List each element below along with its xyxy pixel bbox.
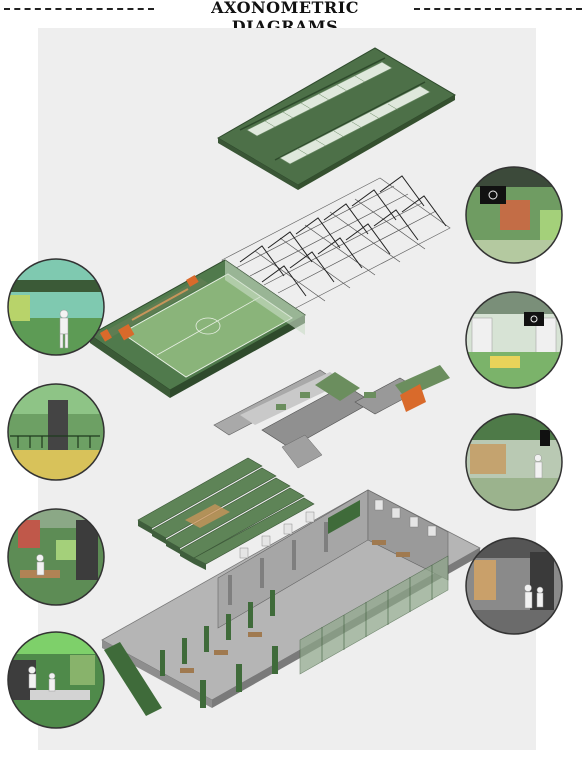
- beam-layer: [137, 457, 315, 570]
- pitch-layer: [89, 259, 306, 398]
- header-dash-left: [4, 8, 154, 10]
- truss-layer: [221, 175, 451, 315]
- vignette-court-player: [7, 258, 105, 356]
- screen-icon: [480, 186, 506, 204]
- screen-icon: [524, 312, 544, 326]
- vignette-atrium-seating: [465, 291, 563, 389]
- roof-layer: [217, 47, 456, 190]
- vignette-cafe-lounge: [7, 508, 105, 606]
- person-figure-icon: [28, 666, 56, 692]
- vignette-gym-interior: [7, 631, 105, 729]
- person-figure-icon: [59, 309, 69, 349]
- ground-floor-layer: [101, 489, 481, 716]
- railing-icon: [10, 435, 100, 448]
- vignette-mezzanine-walkway: [7, 383, 105, 481]
- mezzanine-layer: [213, 365, 450, 469]
- person-figure-icon: [36, 554, 45, 576]
- person-figure-icon: [524, 584, 544, 609]
- vignette-screen-lounge: [465, 166, 563, 264]
- header-dash-right: [414, 8, 582, 10]
- person-figure-icon: [534, 454, 543, 479]
- vignette-entrance-lobby: [465, 537, 563, 635]
- vignette-bar-area: [465, 413, 563, 511]
